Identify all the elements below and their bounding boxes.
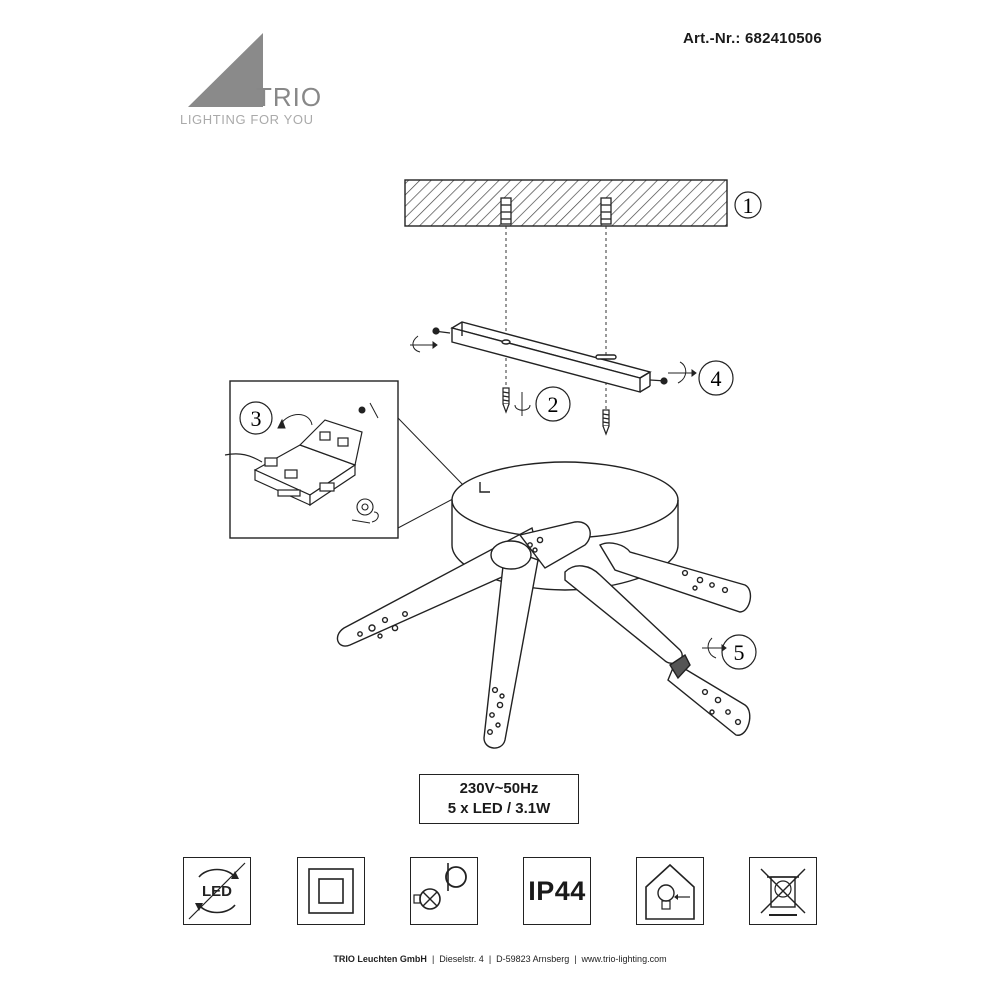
- wall-plug-left: [500, 197, 512, 225]
- article-number: Art.-Nr.: 682410506: [683, 30, 822, 47]
- step-1-number: 1: [743, 193, 754, 218]
- indoor-use-icon: [636, 857, 704, 925]
- ceiling-screw-right: [602, 409, 610, 436]
- ip-rating-icon: IP44: [523, 857, 591, 925]
- led-replaceable-icon: LED: [183, 857, 251, 925]
- footer-web: www.trio-lighting.com: [581, 954, 667, 964]
- footer-street: Dieselstr. 4: [439, 954, 484, 964]
- logo-brand: TRIO: [256, 82, 323, 112]
- light-arm-left: [336, 526, 541, 647]
- wall-plug-right: [600, 197, 612, 225]
- light-arm-right-lower: [564, 565, 751, 736]
- logo-tagline: LIGHTING FOR YOU: [180, 112, 314, 127]
- light-arm-top: [518, 521, 591, 569]
- step-2-label: 2: [535, 386, 571, 422]
- no-household-waste-icon: [749, 857, 817, 925]
- inset-screwdriver-arrow-icon: [277, 402, 379, 429]
- screw-turn-arrow-icon: [514, 392, 531, 416]
- step-5-label: 5: [721, 634, 757, 670]
- step-4-label: 4: [698, 360, 734, 396]
- protection-class-icon: [297, 857, 365, 925]
- spec-box: 230V~50Hz 5 x LED / 3.1W: [419, 774, 579, 824]
- rotate-arrow-left-icon: [410, 335, 438, 353]
- light-arm-right-upper: [599, 542, 752, 613]
- mounting-bracket: [450, 321, 652, 393]
- step-4-number: 4: [711, 366, 722, 391]
- footer: TRIO Leuchten GmbH|Dieselstr. 4|D-59823 …: [333, 954, 667, 964]
- no-dimmer-icon: [410, 857, 478, 925]
- step-5-number: 5: [734, 640, 745, 665]
- terminal-block-icon: [224, 419, 363, 507]
- symbols-row: LED IP44: [0, 857, 1000, 927]
- ceiling-screw-left: [502, 387, 510, 414]
- ceiling-hatch: [404, 179, 728, 227]
- footer-city: D-59823 Arnsberg: [496, 954, 570, 964]
- ip-rating-text: IP44: [528, 875, 586, 906]
- light-arm-center-left: [483, 540, 539, 749]
- bracket-screw-left: [432, 327, 451, 335]
- rotate-arrow-right-icon: [668, 361, 697, 384]
- step-2-number: 2: [548, 392, 559, 417]
- footer-company: TRIO Leuchten GmbH: [333, 954, 427, 964]
- inset-nut-icon: [351, 498, 379, 524]
- step-3-label: 3: [239, 401, 273, 435]
- step-3-number: 3: [251, 406, 262, 431]
- bracket-screw-right: [649, 377, 668, 385]
- step-1-label: 1: [734, 191, 762, 219]
- spec-power: 5 x LED / 3.1W: [447, 800, 551, 817]
- trio-logo-icon: [188, 33, 263, 107]
- spec-voltage: 230V~50Hz: [459, 780, 539, 797]
